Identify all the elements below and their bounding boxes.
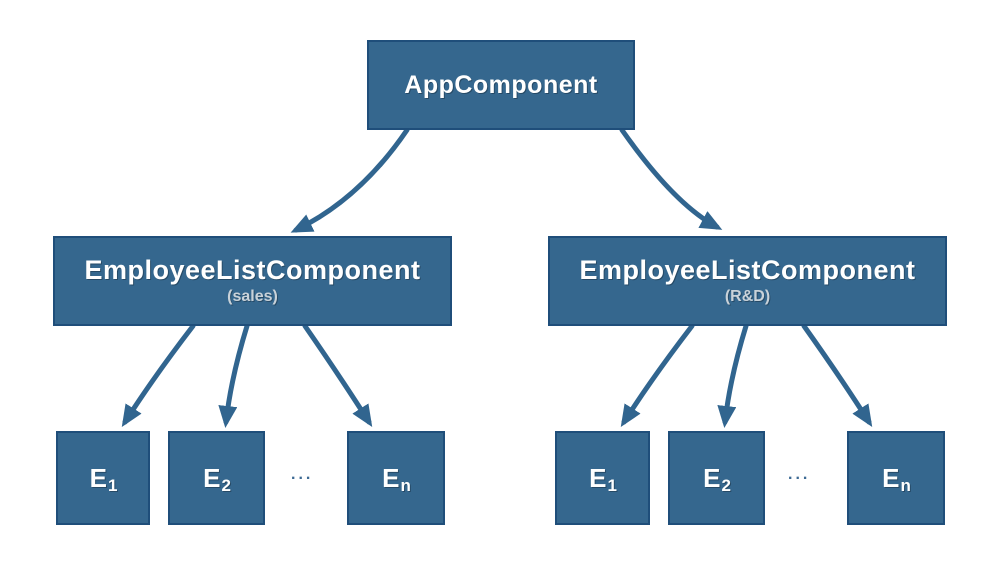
leaf-node-rnd-e1: E1 xyxy=(555,431,650,525)
employee-list-sales-sublabel: (sales) xyxy=(227,287,278,305)
leaf-node-sales-e1: E1 xyxy=(56,431,150,525)
leaf-subscript: 2 xyxy=(721,475,731,495)
edge-rnd-to-e2-arrow xyxy=(717,323,749,428)
leaf-node-rnd-en: En xyxy=(847,431,945,525)
leaf-label-sales-e2: E2 xyxy=(203,462,231,495)
employee-list-sales-label: EmployeeListComponent xyxy=(84,255,421,286)
leaf-subscript: 1 xyxy=(607,475,617,495)
leaf-node-rnd-e2: E2 xyxy=(668,431,765,525)
edge-app-to-sales-arrow xyxy=(290,127,410,233)
leaf-base: E xyxy=(382,462,400,493)
leaf-base: E xyxy=(882,462,900,493)
app-component-node: AppComponent xyxy=(367,40,635,130)
edge-rnd-to-e1-arrow xyxy=(620,323,695,428)
edge-app-to-rnd-arrow xyxy=(619,127,723,230)
employee-list-sales-node: EmployeeListComponent (sales) xyxy=(53,236,452,326)
leaf-subscript: 1 xyxy=(107,475,118,495)
edge-sales-to-e2-arrow xyxy=(218,323,250,428)
employee-list-rnd-node: EmployeeListComponent (R&D) xyxy=(548,236,947,326)
ellipsis-sales: ... xyxy=(291,466,314,483)
leaf-label-sales-en: En xyxy=(382,462,411,495)
leaf-subscript: n xyxy=(400,475,411,495)
employee-list-rnd-label: EmployeeListComponent xyxy=(579,255,916,286)
employee-list-rnd-sublabel: (R&D) xyxy=(724,287,771,305)
leaf-node-sales-e2: E2 xyxy=(168,431,265,525)
leaf-base: E xyxy=(703,462,721,493)
edge-sales-to-en-arrow xyxy=(302,323,373,428)
app-component-label: AppComponent xyxy=(404,70,598,99)
edge-rnd-to-en-arrow xyxy=(801,323,873,428)
leaf-label-rnd-en: En xyxy=(882,462,911,495)
leaf-base: E xyxy=(589,462,607,493)
leaf-subscript: 2 xyxy=(221,475,231,495)
edge-sales-to-e1-arrow xyxy=(121,323,196,428)
leaf-label-rnd-e1: E1 xyxy=(589,462,617,495)
leaf-node-sales-en: En xyxy=(347,431,445,525)
ellipsis-rnd: ... xyxy=(788,466,811,483)
leaf-label-sales-e1: E1 xyxy=(89,462,118,495)
leaf-base: E xyxy=(203,462,221,493)
leaf-subscript: n xyxy=(900,475,911,495)
leaf-base: E xyxy=(89,462,107,493)
leaf-label-rnd-e2: E2 xyxy=(703,462,731,495)
